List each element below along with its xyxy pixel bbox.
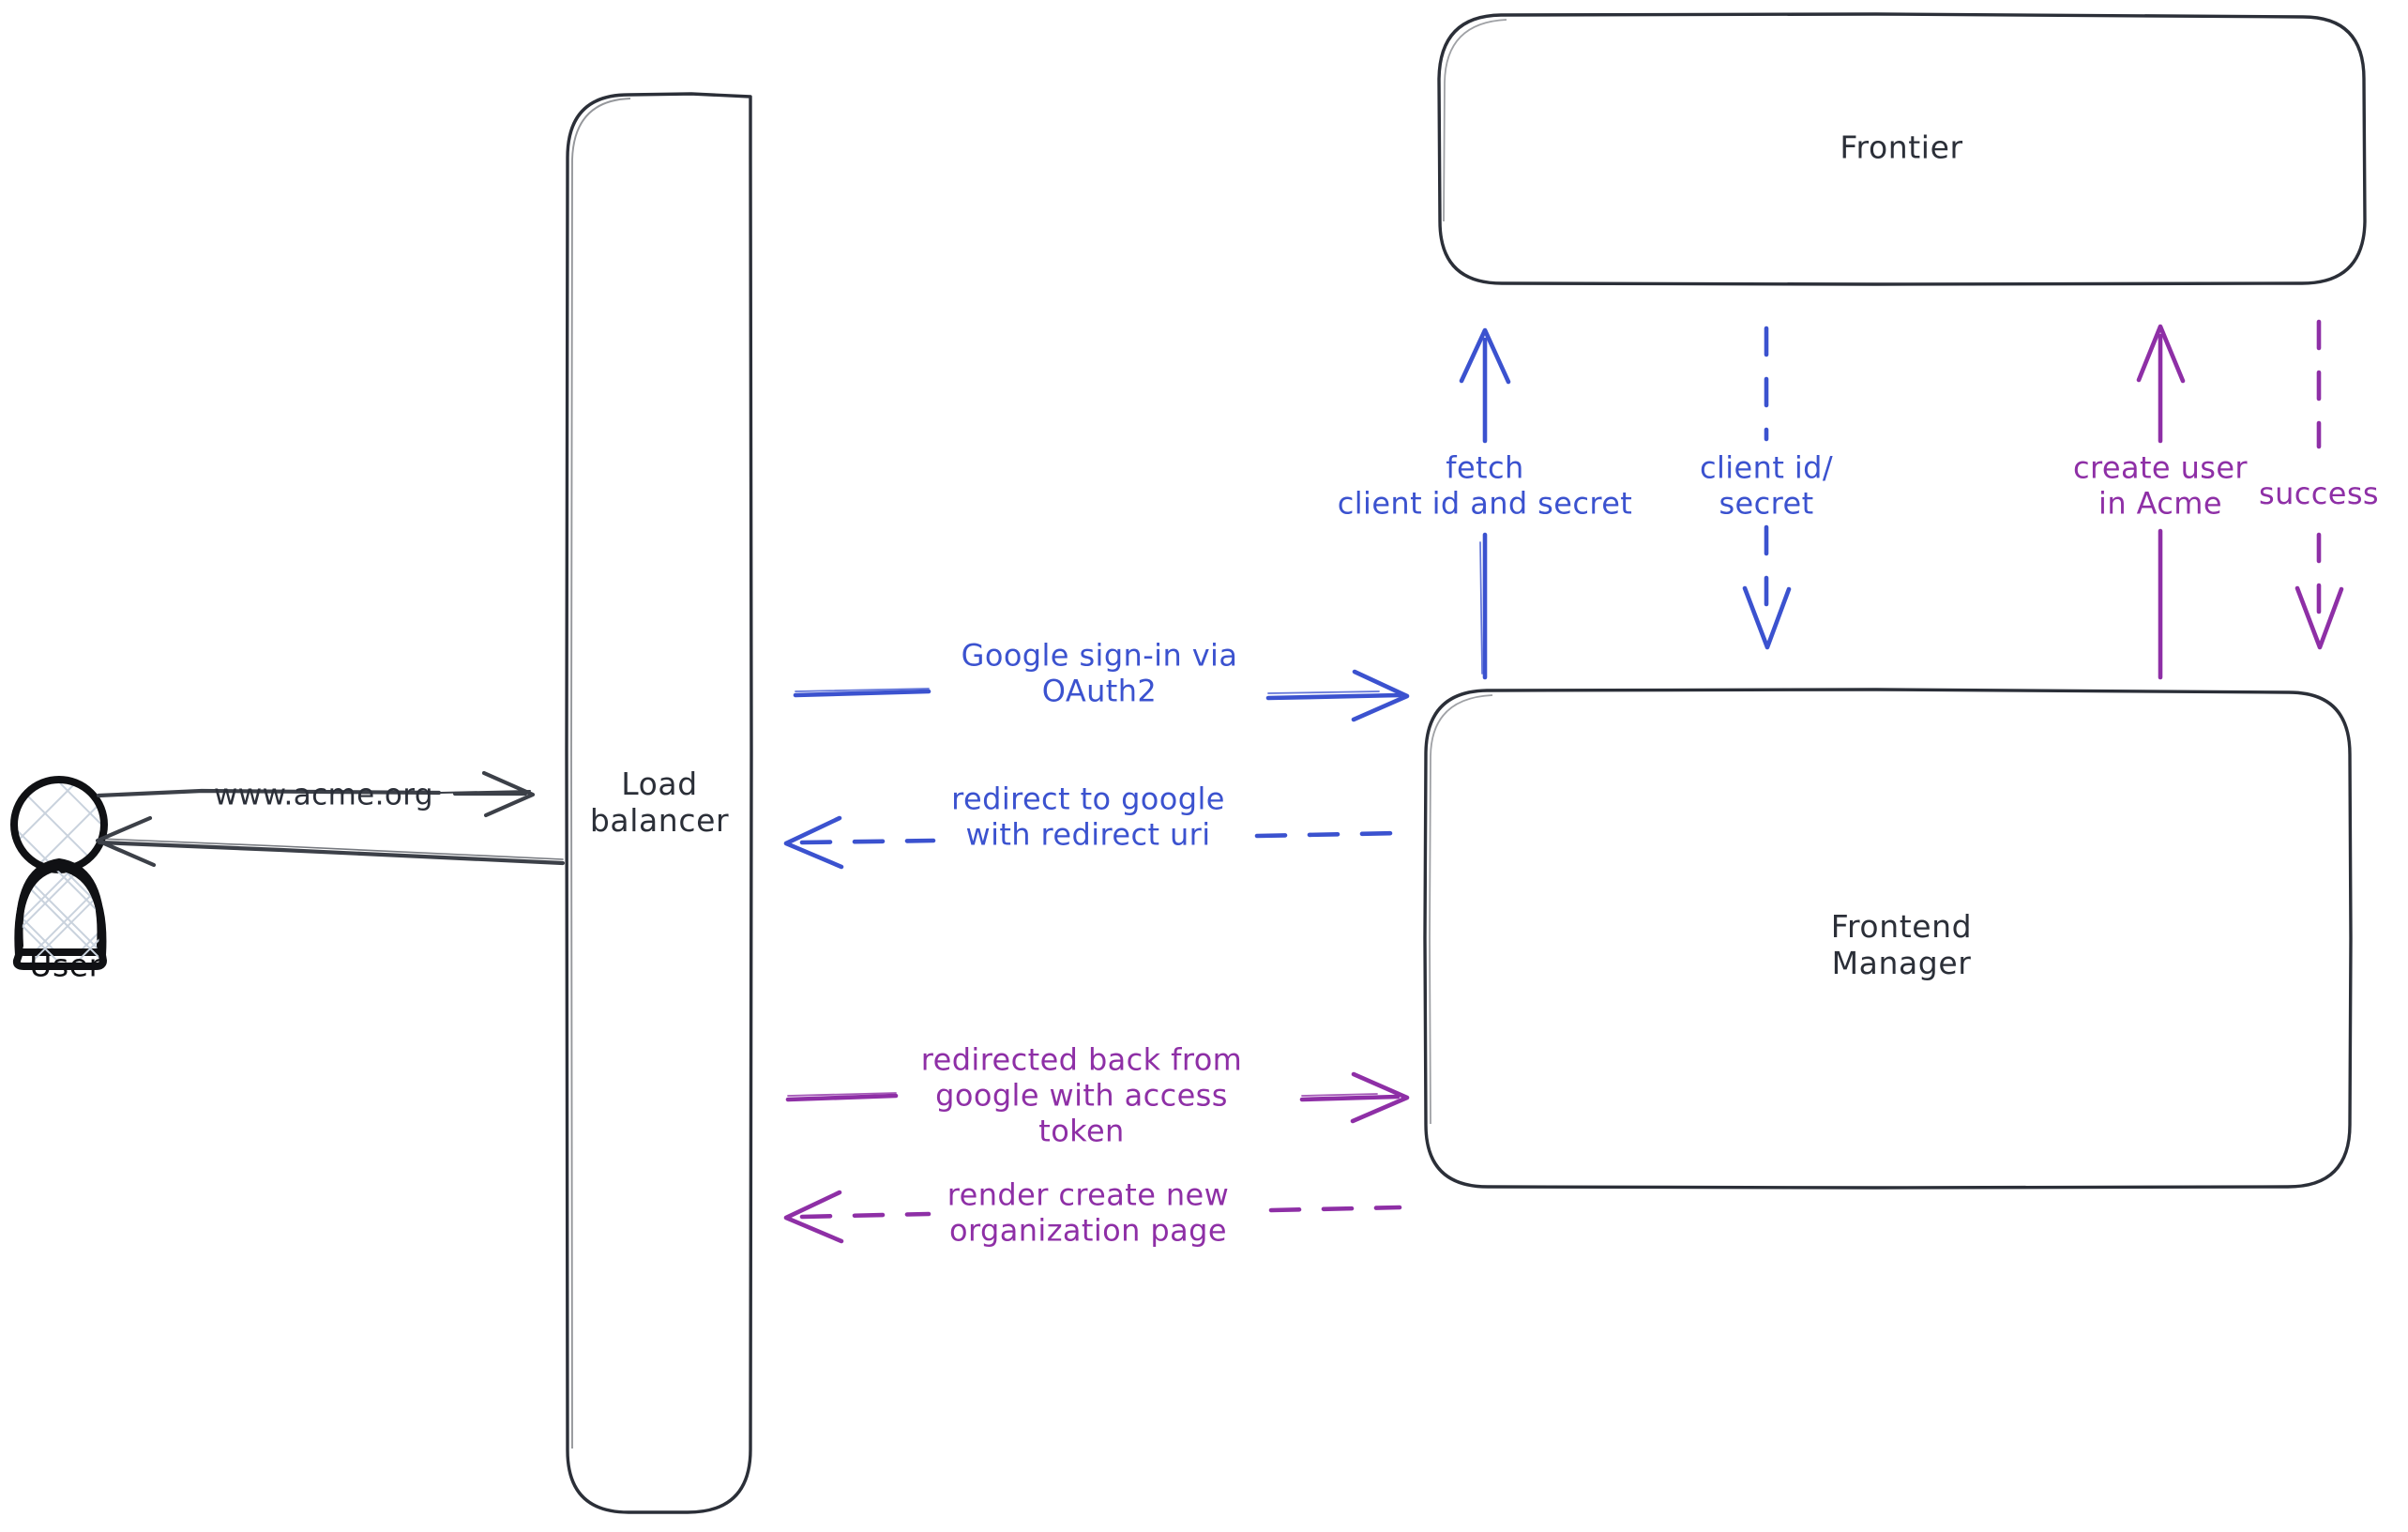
node-load-balancer[interactable]: [565, 92, 753, 1514]
edge-client-id-secret: [1742, 326, 1792, 650]
edge-fetch-client-credentials: [1459, 327, 1511, 680]
node-frontend-manager[interactable]: [1423, 688, 2353, 1190]
edge-redirect-to-google: [783, 815, 1402, 870]
edge-user-to-load-balancer: [96, 770, 536, 818]
edge-google-signin: [793, 669, 1410, 722]
edge-create-user-in-acme: [2136, 324, 2186, 680]
edge-success: [2294, 319, 2344, 650]
edge-load-balancer-to-user: [95, 815, 566, 868]
person-icon[interactable]: [10, 776, 108, 970]
edge-redirected-back-token: [785, 1071, 1410, 1124]
node-frontier[interactable]: [1437, 12, 2367, 286]
edge-render-create-org: [783, 1190, 1402, 1244]
